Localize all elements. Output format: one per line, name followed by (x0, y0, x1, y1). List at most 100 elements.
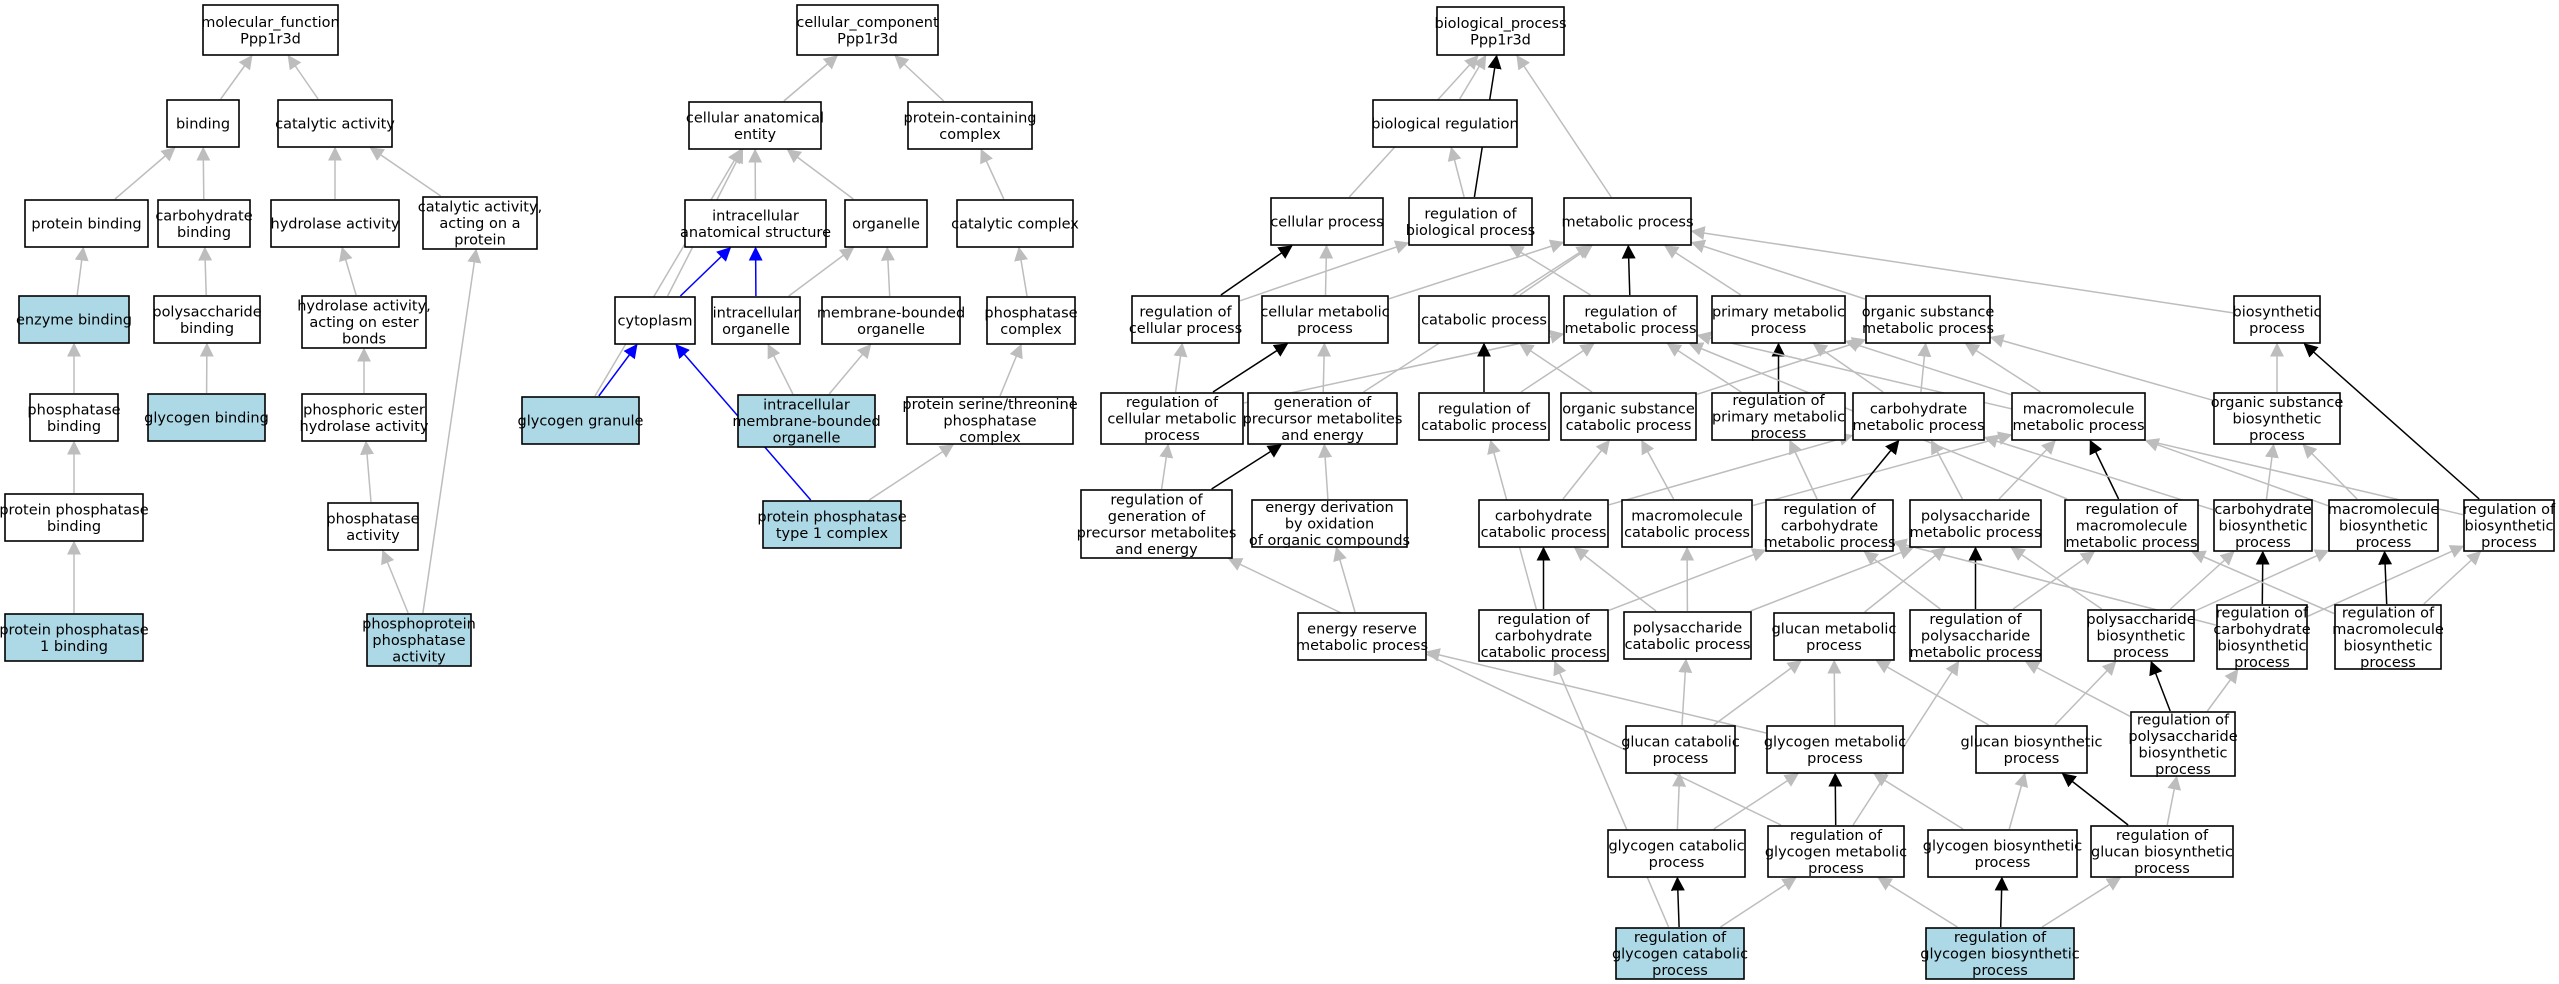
go-term-reg-polysacc-bio[interactable]: regulation ofpolysaccharidebiosyntheticp… (2128, 711, 2238, 778)
go-term-reg-macro-bio[interactable]: regulation ofmacromoleculebiosyntheticpr… (2332, 604, 2444, 671)
go-term-catab[interactable]: catabolic process (1418, 295, 1550, 344)
term-label-line: metabolic process (1561, 215, 1693, 231)
go-term-cell-proc[interactable]: cellular process (1270, 197, 1384, 246)
go-term-binding[interactable]: binding (166, 99, 240, 148)
go-term-cat-complex[interactable]: catalytic complex (951, 199, 1079, 248)
term-box (327, 502, 419, 551)
go-term-bio-reg[interactable]: biological regulation (1371, 99, 1519, 148)
term-label-line: metabolic process (1296, 638, 1428, 654)
term-label-line: regulation of (1954, 930, 2047, 946)
go-term-enzyme-binding[interactable]: enzyme binding (16, 295, 132, 344)
term-box (906, 396, 1074, 445)
term-label-line: regulation of (1497, 612, 1590, 628)
go-term-pstp-complex[interactable]: protein serine/threoninephosphatasecompl… (902, 396, 1078, 446)
term-label-line: primary metabolic (1712, 304, 1845, 320)
term-label-line: primary metabolic (1712, 410, 1845, 426)
go-term-gly-granule[interactable]: glycogen granule (518, 396, 644, 445)
term-box (688, 101, 822, 150)
term-box (1436, 6, 1565, 56)
term-label-line: catalytic activity (275, 117, 395, 133)
go-term-protein-binding[interactable]: protein binding (24, 199, 149, 248)
go-term-catalytic[interactable]: catalytic activity (275, 99, 395, 148)
term-label-line: process (1649, 855, 1705, 871)
go-term-reg-carb-bio[interactable]: regulation ofcarbohydratebiosyntheticpro… (2213, 604, 2311, 671)
term-label-line: cellular anatomical (686, 110, 824, 126)
go-term-glycogen-binding[interactable]: glycogen binding (144, 393, 269, 442)
go-term-hydrolase[interactable]: hydrolase activity (270, 199, 400, 248)
term-label-line: and energy (1281, 428, 1364, 444)
term-label-line: biosynthetic (2233, 304, 2322, 320)
edge-reg_glycogen_met-to-reg_gen (1227, 558, 1782, 826)
term-box (1623, 611, 1752, 660)
term-label-line: phosphoric ester (303, 402, 425, 418)
go-term-organelle[interactable]: organelle (844, 199, 928, 248)
go-term-cytoplasm[interactable]: cytoplasm (614, 296, 696, 345)
go-term-met-proc[interactable]: metabolic process (1561, 197, 1694, 246)
term-label-line: process (1972, 963, 2028, 979)
term-label-line: 1 binding (40, 639, 108, 655)
